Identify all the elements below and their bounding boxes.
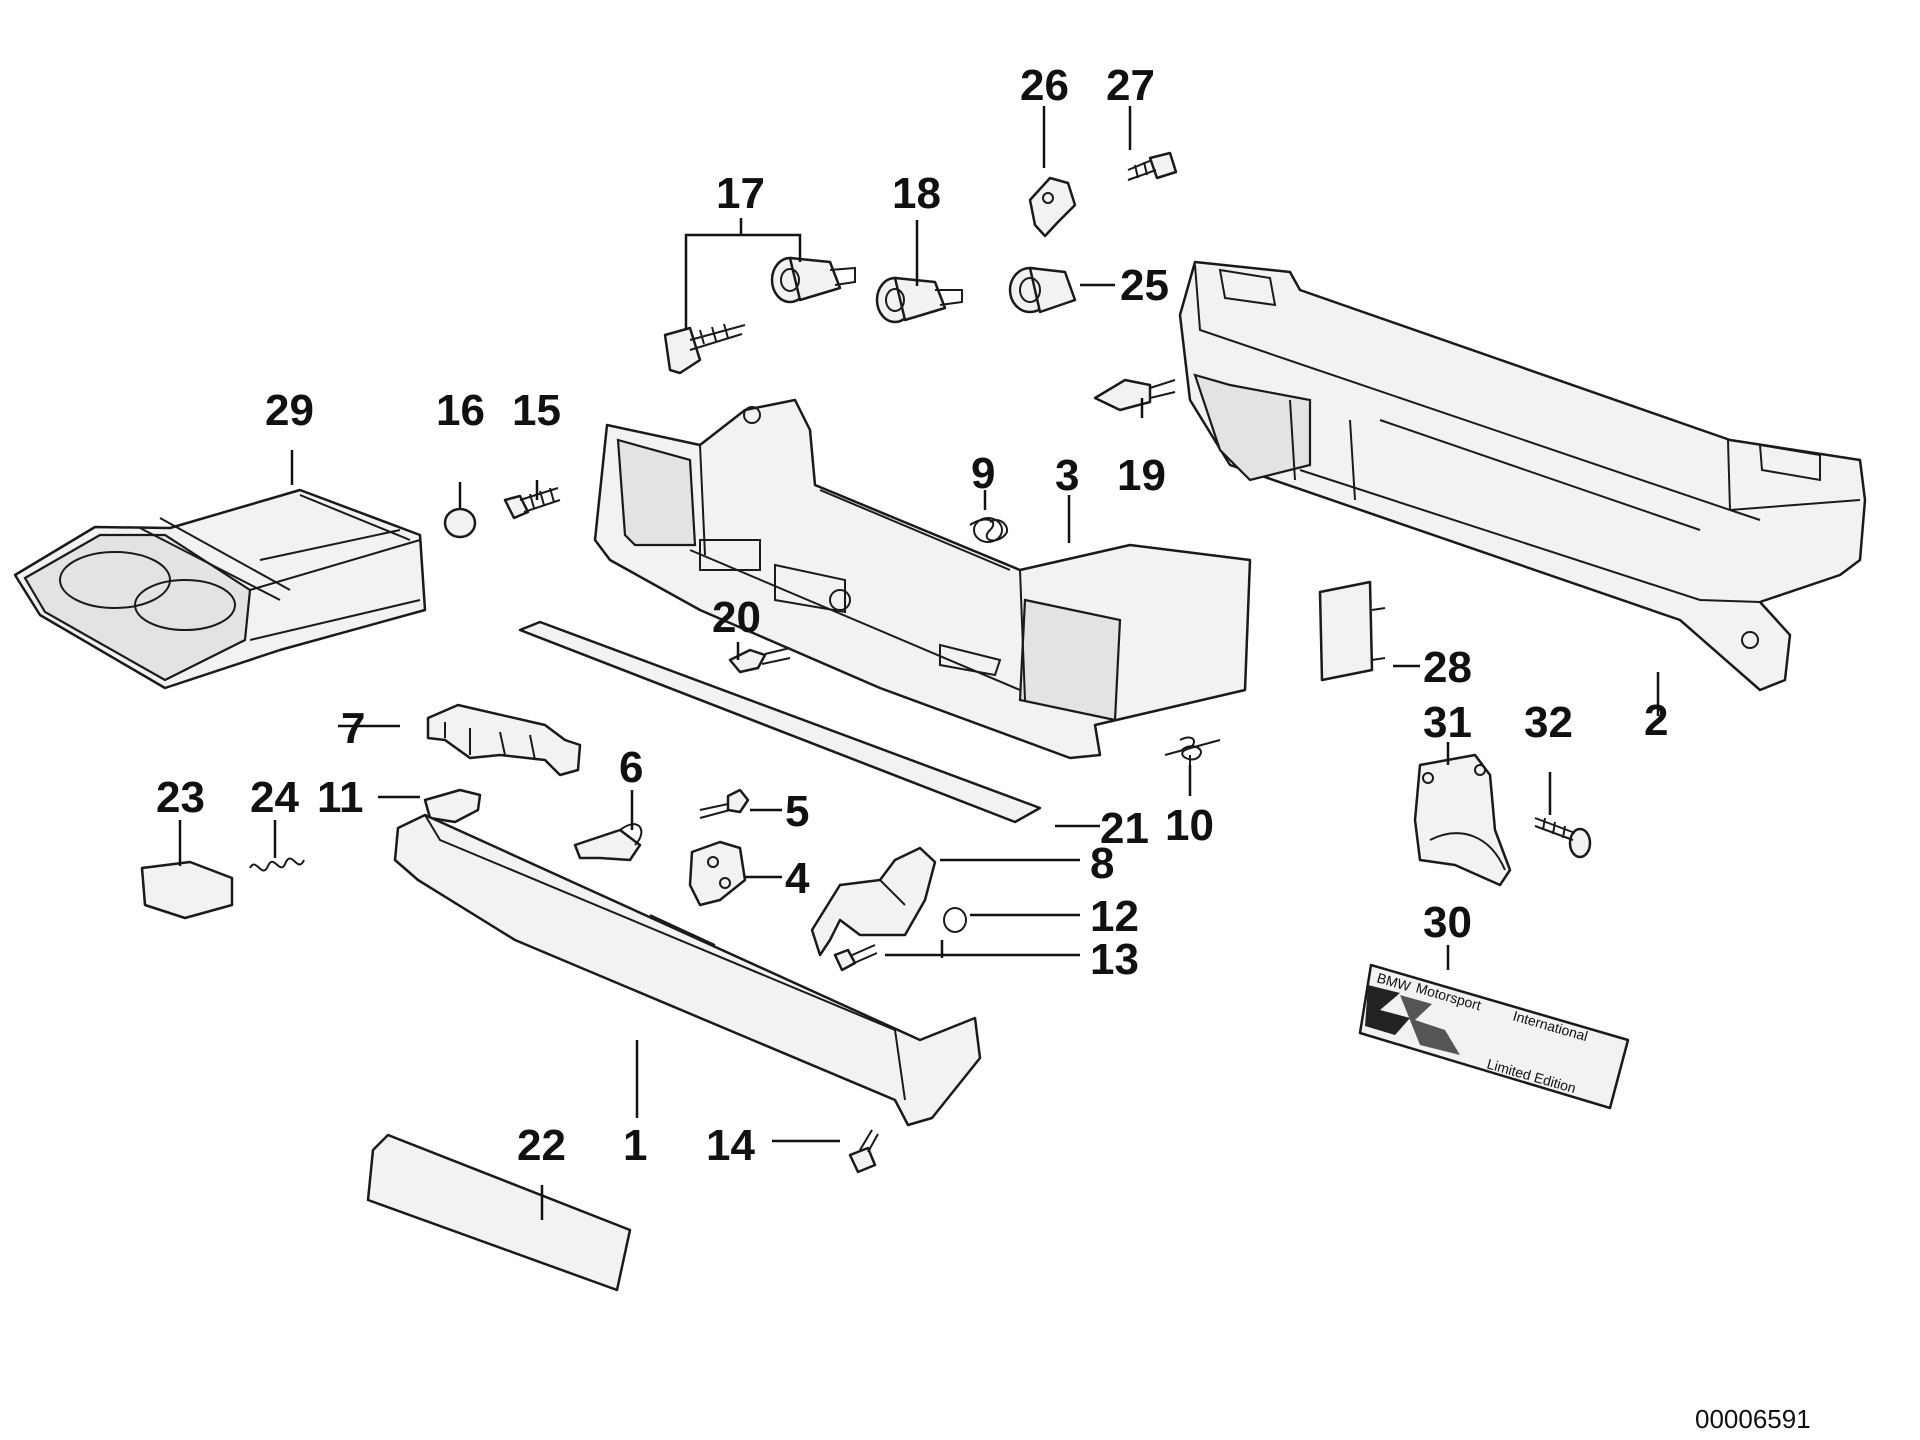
callout-6: 6 [619,743,643,792]
callout-27: 27 [1106,61,1155,110]
callout-25: 25 [1120,261,1169,310]
callout-20: 20 [712,593,761,642]
part-11-cap [423,788,482,824]
callout-21: 21 [1100,804,1149,853]
part-27-screw [1127,151,1178,181]
callout-10: 10 [1165,801,1214,850]
part-29-tray [13,488,427,690]
part-13-screw [833,944,878,972]
part-1-lid [393,813,982,1127]
callout-1: 1 [623,1121,647,1170]
part-30-badge: BMW Motorsport International Limited Edi… [1358,963,1630,1110]
part-24-spring [249,857,305,872]
callout-14: 14 [706,1121,755,1170]
part-19-rivet [1093,378,1176,412]
callout-17: 17 [716,169,765,218]
leader-lines [178,106,1660,1220]
callout-2: 2 [1644,696,1668,745]
part-23-button [140,860,234,920]
part-9-spring [969,517,1009,543]
part-26-plate [1028,176,1077,238]
callout-9: 9 [971,449,995,498]
callout-4: 4 [785,854,810,903]
part-14-screw [848,1129,879,1174]
part-25-bushing [1008,266,1077,314]
part-2-glovebox-bin [1178,260,1867,692]
callout-3: 3 [1055,451,1079,500]
part-28-pad [1318,580,1386,682]
part-10-spring [1164,736,1221,770]
callout-11: 11 [317,773,364,822]
part-6-clip [573,823,643,862]
callout-5: 5 [785,787,809,836]
part-17-key-and-cylinder [663,256,856,375]
part-3-frame [593,398,1252,760]
part-4-hinge [688,840,747,907]
part-18-lock-cylinder [875,276,963,324]
callout-22: 22 [517,1121,566,1170]
part-16-plug [443,507,477,539]
callout-32: 32 [1524,698,1573,747]
callout-16: 16 [436,386,485,435]
callout-24: 24 [250,773,299,822]
part-31-bracket [1413,753,1512,887]
part-8-lever [810,846,937,957]
document-id: 00006591 [1695,1404,1811,1434]
part-15-screw [503,487,561,520]
callout-18: 18 [892,169,941,218]
callout-12: 12 [1090,892,1139,941]
callout-19: 19 [1117,451,1166,500]
part-7-bracket [426,703,582,777]
callout-7: 7 [341,704,365,753]
part-20-rivet [728,647,791,674]
part-22-label [366,1133,632,1292]
callout-labels: 1 2 3 4 5 6 7 8 9 10 11 12 13 14 15 16 1… [156,61,1668,1170]
callout-15: 15 [512,386,561,435]
callout-31: 31 [1423,698,1472,747]
callout-26: 26 [1020,61,1069,110]
callout-28: 28 [1423,643,1472,692]
part-5-screw [699,788,750,819]
callout-13: 13 [1090,935,1139,984]
callout-29: 29 [265,386,314,435]
callout-30: 30 [1423,898,1472,947]
part-12-spring [943,907,967,933]
callout-23: 23 [156,773,205,822]
part-21-strip [518,620,1042,824]
part-32-screw [1534,817,1592,859]
callout-8: 8 [1090,839,1114,888]
